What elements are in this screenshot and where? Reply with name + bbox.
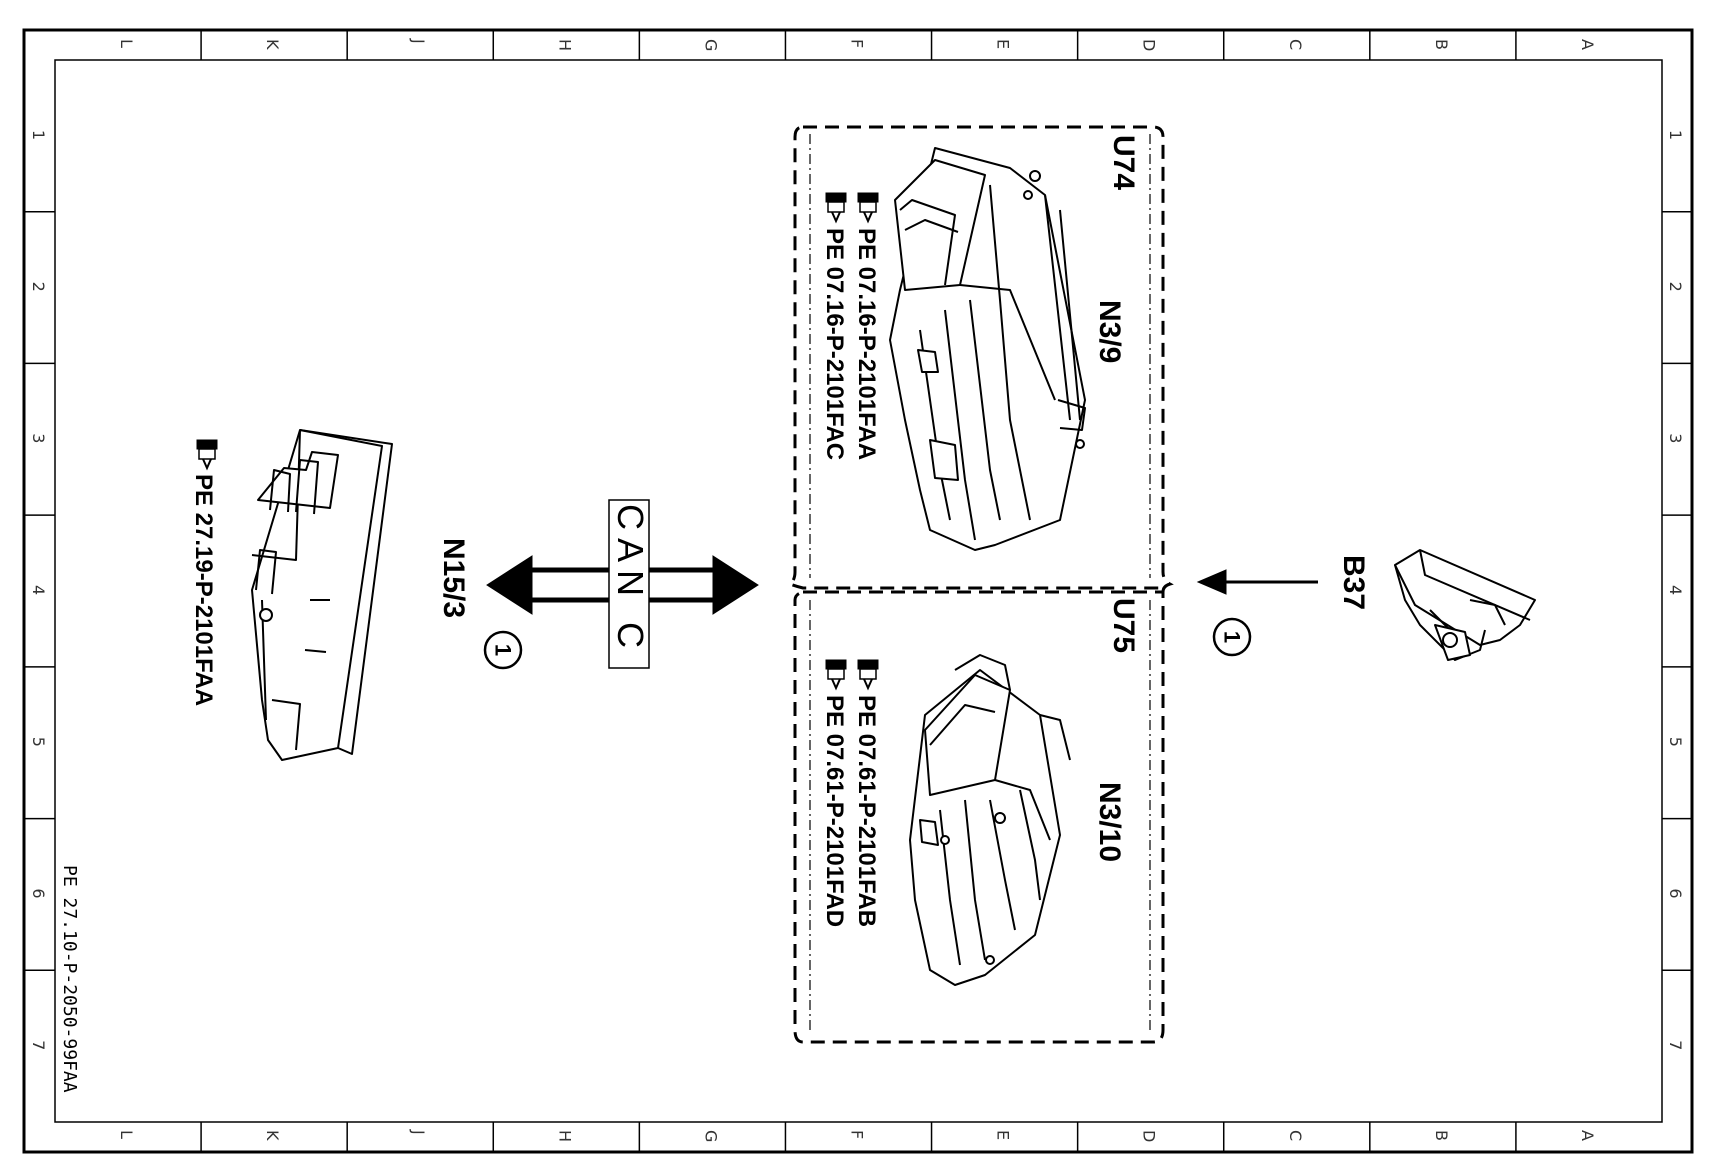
connection-marker-left-text: 1: [491, 644, 516, 656]
grid-number-left: 7: [29, 1040, 48, 1051]
n3-9-ref-0: PE 07.16-P-2101FAA: [853, 228, 880, 461]
grid-number-right: 1: [1666, 129, 1685, 141]
n3-10-ref-1: PE 07.61-P-2101FAD: [821, 695, 848, 928]
grid-letter-bottom: C: [1285, 1130, 1305, 1142]
grid-number-right: 2: [1666, 281, 1685, 292]
b37-code: B37: [1337, 555, 1370, 611]
can-c-label: CAN C: [610, 504, 651, 657]
n15-3-module-drawing: [251, 429, 393, 761]
n15-3-code: N15/3: [437, 538, 470, 619]
grid-letter-top: L: [117, 39, 137, 48]
drawing-id: PE 27.10-P-2050-99FAA: [59, 865, 80, 1093]
can-c-label-box: [608, 499, 650, 669]
inner-frame: [54, 59, 1663, 1123]
grid-number-right: 6: [1666, 888, 1685, 899]
u75-dashed-box: [793, 590, 1165, 1044]
grid-letter-bottom: A: [1577, 1130, 1597, 1141]
grid-letter-bottom: D: [1139, 1130, 1159, 1143]
grid-letter-top: A: [1577, 39, 1597, 50]
grid-letter-top: B: [1431, 39, 1451, 50]
outer-frame: [22, 28, 1694, 1154]
grid-number-right: 3: [1666, 433, 1685, 444]
grid-letter-top: J: [409, 39, 429, 44]
pointing-hand-icon: [196, 439, 218, 471]
b37-pedal-sensor-drawing: [1394, 549, 1536, 661]
grid-letter-top: F: [847, 39, 867, 49]
grid-letter-bottom: B: [1431, 1130, 1451, 1141]
n3-9-ref-1: PE 07.16-P-2101FAC: [821, 228, 848, 461]
grid-number-right: 4: [1666, 585, 1685, 596]
grid-number-left: 6: [29, 888, 48, 899]
n15-3-ref-0: PE 27.19-P-2101FAA: [190, 474, 217, 707]
connection-marker-left: 1: [483, 630, 523, 670]
u74-dashed-box: [787, 125, 1174, 593]
b37-signal-arrow: [1196, 569, 1318, 595]
grid-number-left: 5: [29, 736, 48, 747]
pointing-hand-icon: [825, 659, 879, 691]
grid-number-left: 4: [29, 585, 48, 596]
grid-letter-top: D: [1139, 39, 1159, 52]
grid-letter-top: H: [555, 39, 575, 52]
n3-9-ecu-drawing: [889, 147, 1086, 551]
grid-number-right: 7: [1666, 1040, 1685, 1051]
grid-letter-top: K: [263, 39, 283, 50]
n3-9-code: N3/9: [1093, 300, 1126, 364]
grid-letter-bottom: K: [263, 1130, 283, 1141]
grid-letter-bottom: J: [409, 1130, 429, 1135]
n3-10-ecu-drawing: [909, 654, 1071, 986]
grid-number-left: 2: [29, 281, 48, 292]
grid-letter-bottom: E: [993, 1130, 1013, 1141]
grid-number-right: 5: [1666, 736, 1685, 747]
n3-10-code: N3/10: [1093, 782, 1126, 863]
n3-10-ref-0: PE 07.61-P-2101FAB: [853, 695, 880, 928]
u74-inner-dash-line: [809, 134, 1151, 578]
grid-letter-top: E: [993, 39, 1013, 50]
u75-group-label: U75: [1107, 598, 1140, 654]
grid-number-left: 3: [29, 433, 48, 444]
grid-letter-bottom: L: [117, 1130, 137, 1139]
grid-letter-top: C: [1285, 39, 1305, 51]
connection-marker-right-text: 1: [1220, 631, 1245, 643]
connection-marker-right: 1: [1212, 617, 1252, 657]
grid-letter-bottom: H: [555, 1130, 575, 1143]
grid-letter-bottom: F: [847, 1130, 867, 1140]
u75-inner-dash-line: [809, 600, 1151, 1034]
grid-tick-marks: [24, 30, 1692, 1152]
grid-letter-bottom: G: [701, 1130, 721, 1143]
grid-number-left: 1: [29, 129, 48, 141]
u74-group-label: U74: [1107, 135, 1140, 191]
grid-letter-top: G: [701, 39, 721, 52]
pointing-hand-icon: [825, 192, 879, 224]
